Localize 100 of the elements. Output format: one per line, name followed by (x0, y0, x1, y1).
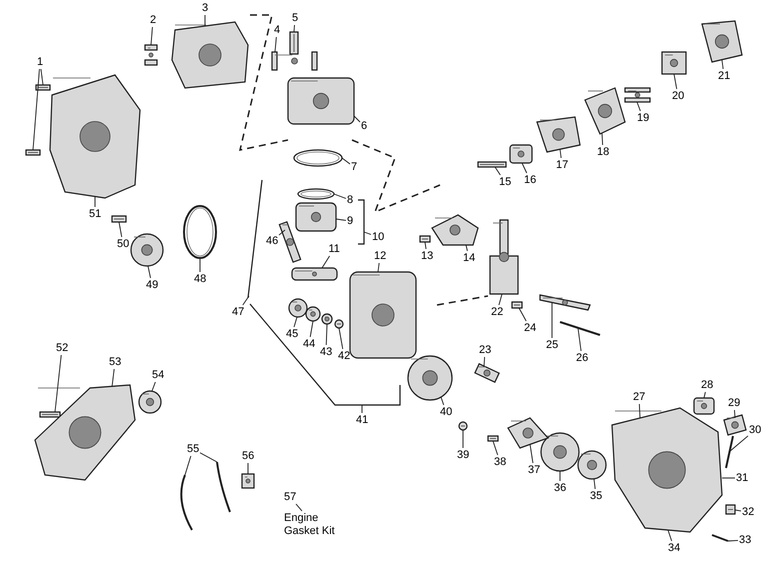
callout-number: 5 (292, 12, 298, 24)
callout-number: 8 (347, 194, 354, 206)
leader-line (294, 316, 298, 328)
leader-line (492, 440, 498, 456)
callout-number: 33 (739, 534, 752, 546)
callout-number: 12 (374, 250, 386, 262)
washer-drawing (458, 421, 468, 431)
wire-drawing (560, 321, 600, 336)
crankshaft-drawing (291, 267, 338, 281)
callout-number: 22 (491, 306, 504, 318)
callout-number: 18 (597, 146, 610, 158)
screws-drawing (624, 87, 651, 103)
leader-line (728, 540, 738, 542)
group-bracket (250, 304, 401, 406)
callout-number: 19 (637, 112, 650, 124)
leader-line (112, 368, 115, 388)
leader-line (462, 430, 464, 448)
callout-number: 37 (528, 464, 540, 476)
air-filter-cover-drawing (701, 20, 743, 63)
leader-line (364, 232, 372, 235)
gasket-drawing (509, 144, 533, 164)
spring-drawing (577, 450, 607, 480)
nut-drawing (138, 390, 162, 414)
callout-number: 26 (576, 352, 588, 364)
leader-line (484, 356, 486, 368)
leader-line (424, 242, 426, 250)
callout-number: 16 (524, 174, 536, 186)
callout-number: 3 (202, 2, 208, 14)
callout-number: 1 (37, 56, 44, 68)
group-bracket (358, 199, 365, 245)
starter-housing-drawing (611, 407, 723, 533)
leader-line (518, 308, 527, 322)
leader-line (274, 36, 277, 52)
leader-line (594, 478, 596, 490)
fuel-line-drawing (180, 474, 193, 530)
callout-number: 41 (356, 414, 368, 426)
leader-line (668, 530, 672, 542)
callout-number: 48 (194, 273, 206, 285)
leader-line (54, 354, 62, 412)
callout-number: 21 (718, 70, 730, 82)
bolt-drawing (39, 411, 61, 418)
leader-line (278, 230, 286, 236)
bolt-drawing (477, 161, 507, 168)
callout-number: 46 (266, 235, 278, 247)
leader-line (294, 24, 295, 32)
callout-number: 14 (463, 252, 476, 264)
callout-number: 24 (524, 322, 536, 334)
leader-line (152, 382, 156, 392)
callout-number: 53 (109, 356, 122, 368)
wire-clip-drawing (539, 294, 591, 311)
leader-line (326, 324, 328, 346)
leader-line (734, 510, 742, 512)
leader-line (200, 452, 218, 462)
spark-plug-drawing (289, 31, 299, 55)
leader-line (310, 320, 314, 338)
shield-drawing (34, 384, 136, 481)
rope-drawing (725, 436, 734, 468)
callout-number: 43 (320, 346, 332, 358)
leader-line (466, 244, 468, 252)
leader-line (494, 166, 501, 176)
callout-number: 49 (146, 279, 158, 291)
callout-number: 34 (668, 542, 680, 554)
callout-number: 51 (89, 208, 102, 220)
callout-number: 23 (479, 344, 492, 356)
pin-drawing (712, 534, 728, 542)
callout-number: 25 (546, 339, 558, 351)
leader-line (674, 74, 678, 90)
fuel-line-drawing (216, 462, 231, 512)
callout-number: 47 (232, 306, 244, 318)
leader-line (638, 404, 640, 418)
piston-ring-drawing (297, 188, 335, 200)
callout-number: 39 (457, 449, 470, 461)
leader-line (530, 444, 534, 464)
callout-number: 13 (421, 250, 434, 262)
cylinder-drawing (287, 77, 355, 125)
engine-cover-drawing (49, 74, 141, 199)
piston-drawing (295, 202, 337, 232)
leader-line (578, 328, 582, 352)
leader-line (440, 396, 444, 406)
leader-line (40, 68, 44, 86)
leader-line (32, 68, 40, 150)
leader-line (336, 218, 346, 221)
callout-number: 52 (56, 342, 68, 354)
callout-number: 30 (749, 424, 762, 436)
leader-line (342, 158, 350, 164)
intake-drawing (431, 214, 479, 246)
ignition-coil-drawing (489, 219, 519, 295)
leader-line (184, 456, 192, 476)
kit-label: Engine Gasket Kit (284, 512, 344, 538)
callout-number: 45 (286, 328, 298, 340)
leader-line (734, 410, 736, 418)
callout-number: 32 (742, 506, 754, 518)
leader-line (354, 116, 360, 122)
callout-number: 42 (338, 350, 350, 362)
callout-number: 4 (274, 24, 280, 36)
leader-line (148, 266, 151, 278)
callout-number: 7 (351, 161, 358, 173)
handle-drawing (723, 414, 747, 436)
leader-line (722, 60, 724, 70)
gasket-drawing (293, 149, 343, 167)
